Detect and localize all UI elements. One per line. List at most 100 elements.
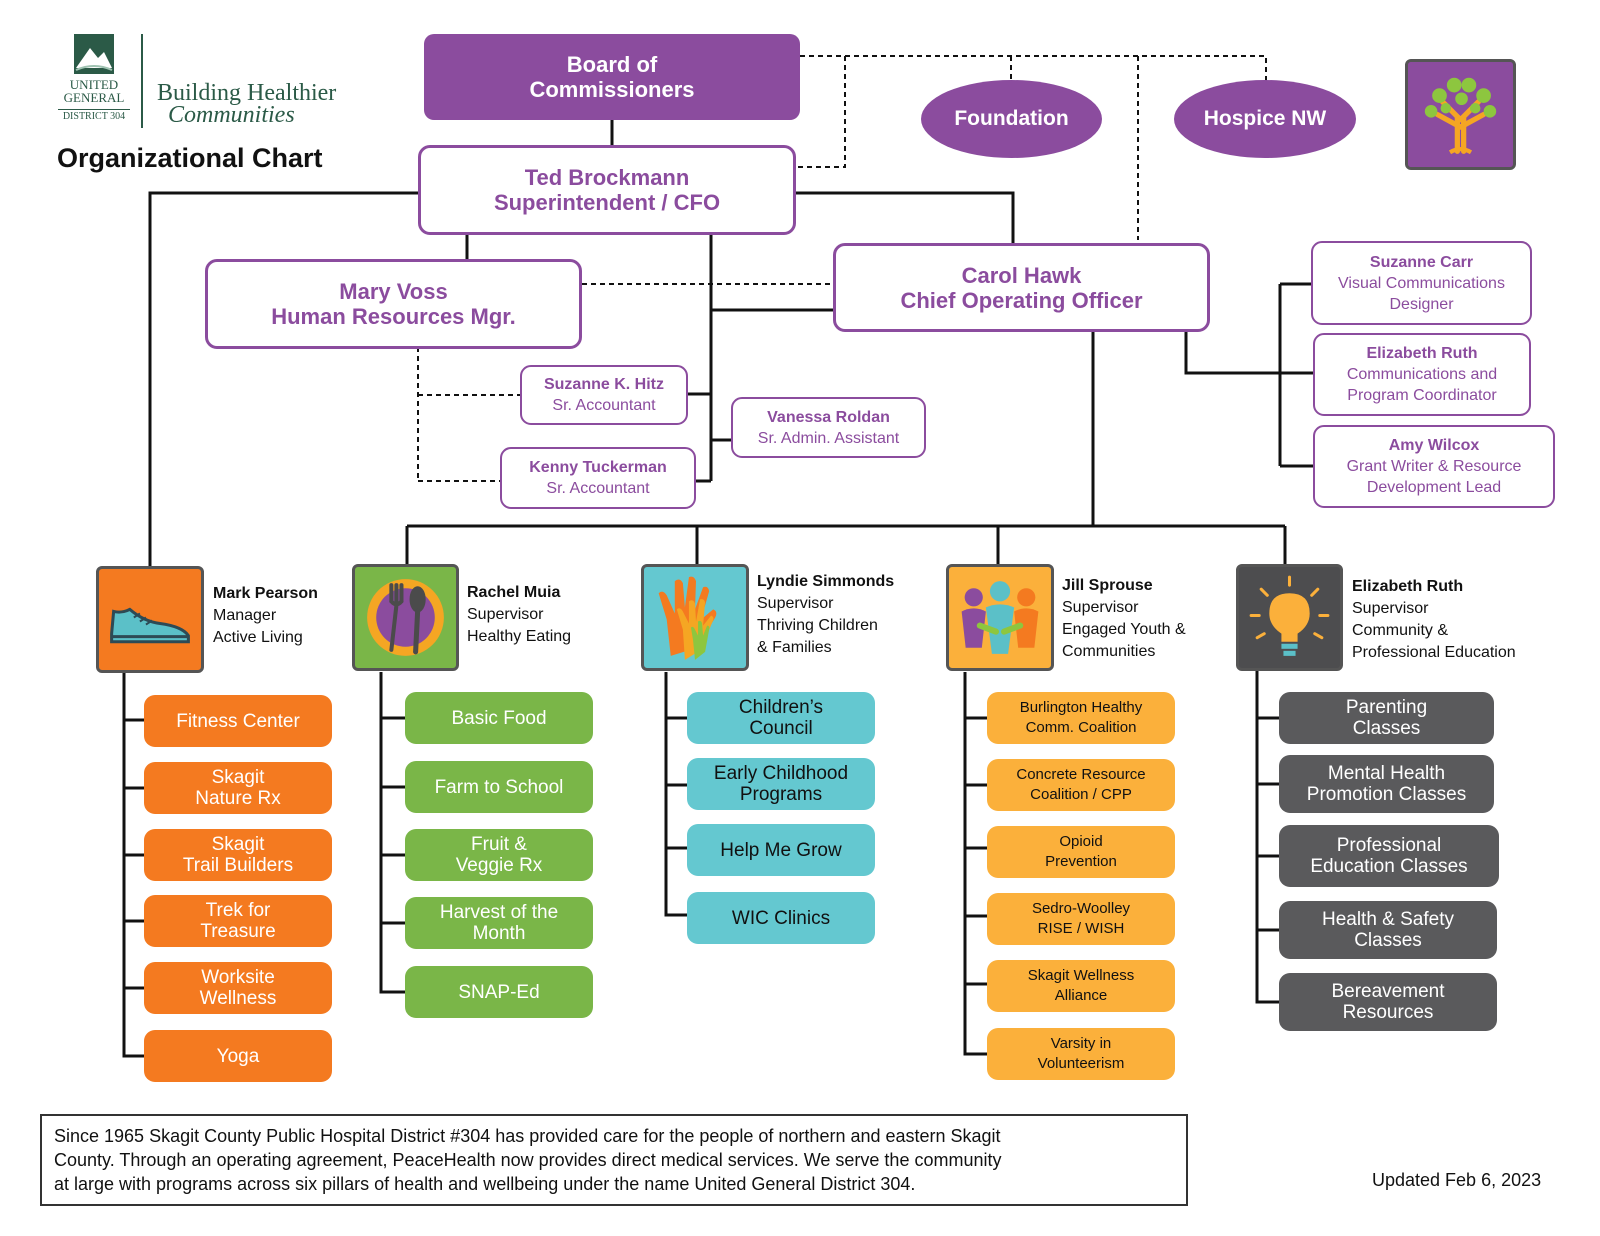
mountain-logo-icon: [74, 34, 114, 74]
comms-role-line: Designer: [1389, 295, 1454, 313]
comms-role-line: Communications and: [1346, 366, 1498, 383]
program-label: SNAP-Ed: [458, 981, 540, 1003]
program-label: Fruit &: [471, 834, 527, 855]
page-title: Organizational Chart: [57, 143, 323, 173]
program-label: Help Me Grow: [720, 839, 842, 861]
superintendent-name: Ted Brockmann: [524, 165, 690, 190]
tagline-line-2: Communities: [168, 102, 295, 128]
program-label: Wellness: [199, 988, 277, 1009]
manager-info: Elizabeth Ruth Supervisor Community & Pr…: [1352, 576, 1516, 664]
shoe-icon: [96, 566, 204, 673]
program-label: Harvest of the: [439, 902, 559, 923]
program-label: Education Classes: [1310, 856, 1468, 877]
superintendent-box: Ted Brockmann Superintendent / CFO: [418, 145, 796, 235]
manager-name: Jill Sprouse: [1062, 577, 1153, 594]
program-label: Mental Health: [1327, 763, 1446, 784]
program-label: Bereavement: [1331, 981, 1445, 1002]
coo-name: Carol Hawk: [961, 262, 1082, 288]
program-label: Classes: [1354, 930, 1422, 951]
program-item: Fruit &Veggie Rx: [405, 829, 593, 881]
hr-name: Mary Voss: [339, 279, 448, 304]
program-label: Resources: [1342, 1002, 1434, 1023]
manager-name: Elizabeth Ruth: [1352, 578, 1464, 595]
program-item: WIC Clinics: [687, 892, 875, 944]
logo-district: DISTRICT 304: [58, 109, 130, 124]
manager-line: Thriving Children: [757, 617, 878, 634]
program-label: Treasure: [200, 921, 276, 942]
manager-line: Supervisor: [1352, 600, 1429, 617]
program-label: Coalition / CPP: [1030, 786, 1132, 803]
program-label: Promotion Classes: [1306, 784, 1467, 805]
board-line-1: Board of: [566, 52, 658, 77]
staff-name: Kenny Tuckerman: [529, 459, 667, 476]
program-label: Fitness Center: [176, 710, 300, 732]
superintendent-title: Superintendent / CFO: [493, 190, 721, 215]
comms-name: Suzanne Carr: [1369, 253, 1474, 271]
manager-line: Supervisor: [1062, 599, 1139, 616]
program-label: Prevention: [1045, 853, 1117, 870]
program-item: Yoga: [144, 1030, 332, 1082]
program-label: Skagit Wellness: [1027, 967, 1135, 984]
manager-line: Manager: [213, 607, 277, 624]
about-line: County. Through an operating agreement, …: [54, 1150, 1002, 1170]
manager-name: Lyndie Simmonds: [757, 573, 895, 590]
manager-line: Active Living: [213, 629, 303, 646]
program-label: Worksite: [201, 967, 275, 988]
program-label: Opioid: [1059, 833, 1103, 850]
staff-role: Sr. Admin. Assistant: [757, 429, 900, 447]
program-item: Basic Food: [405, 692, 593, 744]
manager-line: Supervisor: [467, 606, 544, 623]
logo: UNITED GENERAL DISTRICT 304: [58, 32, 130, 132]
coo-title: Chief Operating Officer: [900, 287, 1143, 313]
logo-name-2: GENERAL: [63, 90, 125, 105]
program-label: Classes: [1352, 718, 1421, 739]
program-label: Council: [749, 718, 813, 739]
program-label: Parenting: [1345, 697, 1428, 718]
program-label: Comm. Coalition: [1025, 719, 1137, 736]
program-label: Trek for: [205, 900, 271, 921]
comms-staff-box: Elizabeth Ruth Communications and Progra…: [1313, 333, 1531, 416]
board-of-commissioners: Board of Commissioners: [424, 34, 800, 120]
staff-box: Suzanne K. Hitz Sr. Accountant: [520, 365, 688, 425]
comms-name: Amy Wilcox: [1388, 437, 1480, 454]
comms-name: Elizabeth Ruth: [1366, 345, 1478, 362]
comms-role-line: Program Coordinator: [1347, 387, 1497, 404]
hr-title: Human Resources Mgr.: [271, 304, 516, 329]
comms-role-line: Development Lead: [1366, 479, 1502, 496]
updated-date: Updated Feb 6, 2023: [1372, 1170, 1542, 1190]
manager-name: Mark Pearson: [213, 585, 318, 602]
program-label: Nature Rx: [195, 788, 281, 809]
staff-role: Sr. Accountant: [546, 480, 650, 497]
comms-role-line: Grant Writer & Resource: [1346, 458, 1522, 475]
manager-name: Rachel Muia: [467, 584, 561, 601]
tree-icon: [1405, 59, 1516, 170]
people-icon: [946, 564, 1054, 671]
program-label: Yoga: [216, 1045, 260, 1067]
program-label: Trail Builders: [182, 855, 294, 876]
about-text-box: Since 1965 Skagit County Public Hospital…: [40, 1114, 1188, 1206]
hospice-oval: Hospice NW: [1174, 80, 1356, 158]
program-label: RISE / WISH: [1037, 920, 1125, 937]
program-label: Concrete Resource: [1016, 766, 1146, 783]
manager-line: & Families: [757, 639, 832, 656]
hands-icon: [641, 564, 749, 671]
staff-box: Vanessa Roldan Sr. Admin. Assistant: [731, 397, 926, 458]
about-line: Since 1965 Skagit County Public Hospital…: [54, 1126, 1001, 1146]
manager-line: Engaged Youth &: [1062, 621, 1186, 638]
program-label: Farm to School: [434, 776, 564, 798]
fork-spoon-icon: [352, 564, 459, 671]
manager-line: Community &: [1352, 622, 1449, 639]
manager-line: Healthy Eating: [467, 628, 572, 645]
program-item: Farm to School: [405, 761, 593, 813]
